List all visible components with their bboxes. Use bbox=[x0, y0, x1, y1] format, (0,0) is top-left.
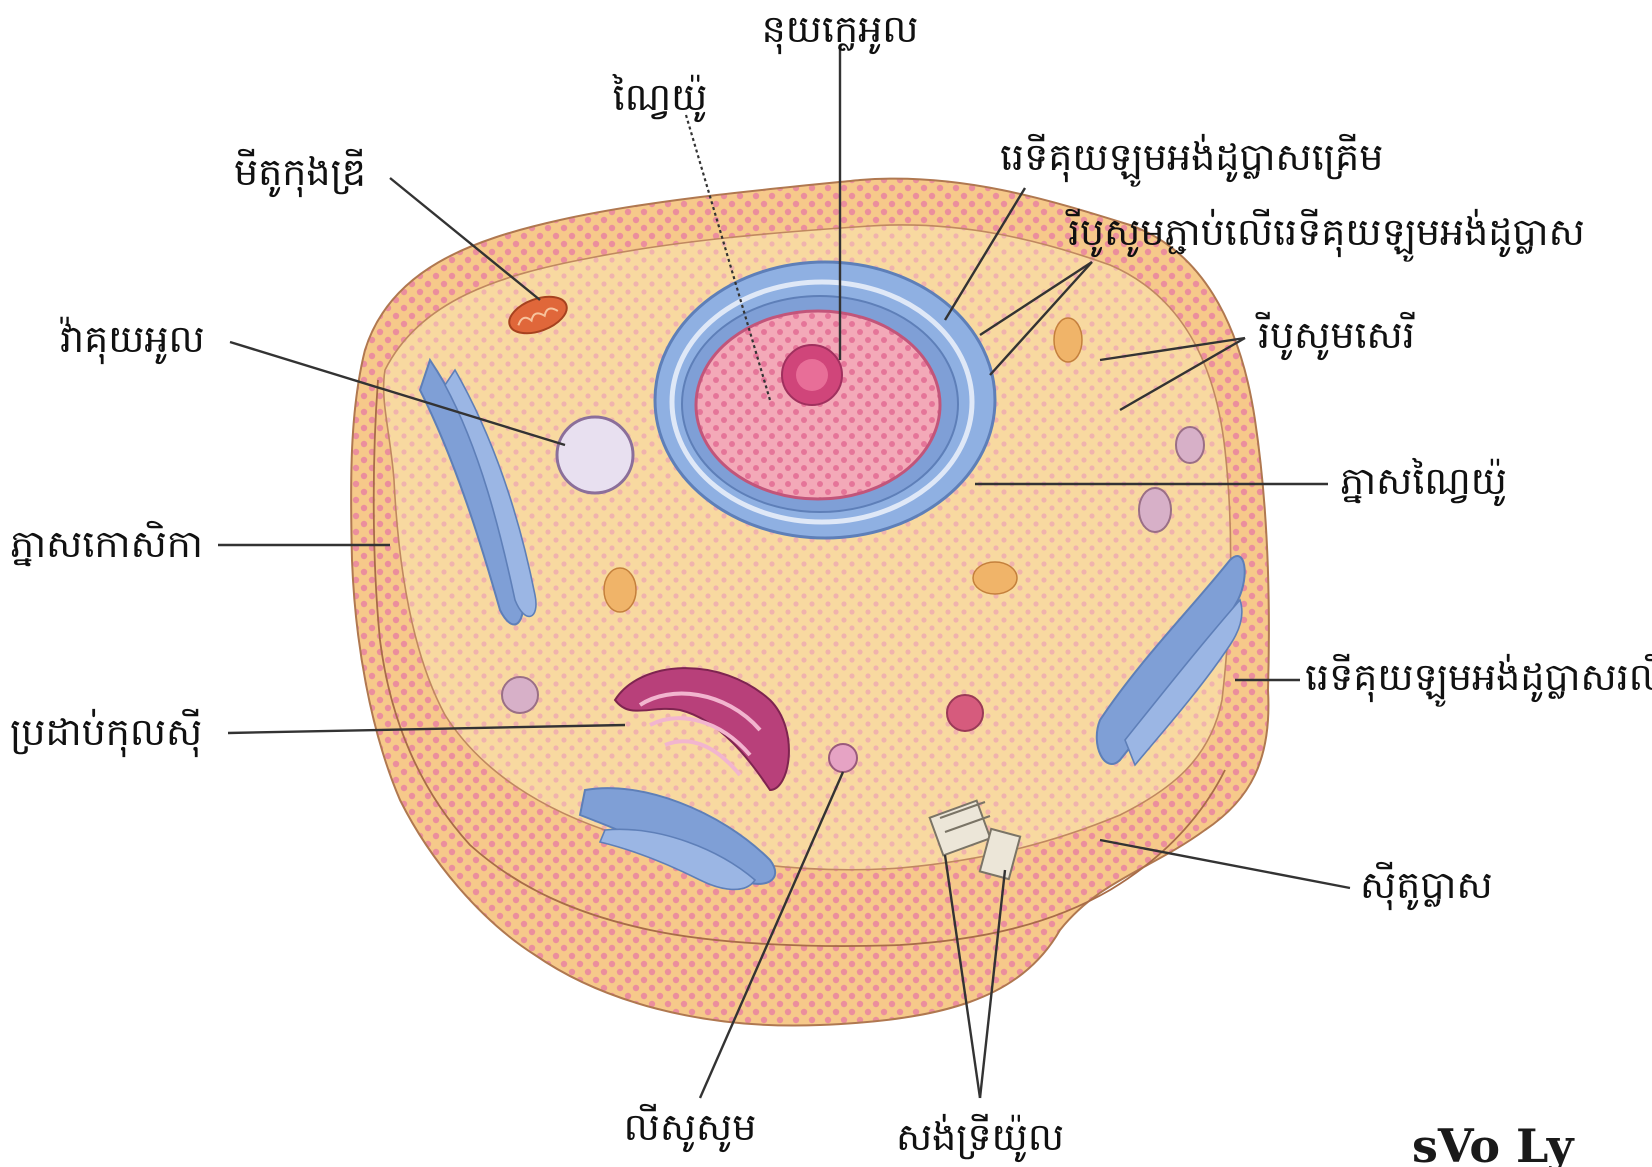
label-smooth-er: រេទីគុយឡូមអង់ដូប្លាសរលីង bbox=[1305, 653, 1652, 707]
label-lysosome: លីសូសូម bbox=[624, 1103, 757, 1153]
label-vacuole: វ៉ាគុយអូល bbox=[60, 316, 205, 365]
label-golgi: ប្រដាប់កុលស៊ី bbox=[10, 708, 202, 758]
label-attached-ribosomes: រីបូសូមភ្ជាប់លើរេទីគុយឡូមអង់ដូប្លាស bbox=[1065, 208, 1585, 262]
label-rough-er: រេទីគុយឡូមអង់ដូប្លាសគ្រើម bbox=[1000, 133, 1383, 187]
nucleus bbox=[655, 262, 995, 538]
label-cell-membrane: ភ្នាសកោសិកា bbox=[10, 520, 203, 567]
label-nucleus: ណៃ្វយ៉ូ bbox=[612, 73, 708, 123]
signature: sVo Ly bbox=[1412, 1119, 1575, 1167]
label-centrioles: សង់ទ្រីយ៉ូល bbox=[896, 1113, 1064, 1163]
vacuole-shape bbox=[557, 417, 633, 493]
label-mitochondria: មីតូកុងឌ្រី bbox=[234, 148, 366, 198]
label-free-ribosomes: រីបូសូមសេរី bbox=[1255, 311, 1415, 361]
lysosome-shape bbox=[829, 744, 857, 772]
label-cytoplasm: ស៊ីតូប្លាស bbox=[1360, 861, 1493, 911]
label-nuclear-membrane: ភ្នាសណៃ្វយ៉ូ bbox=[1340, 457, 1507, 507]
label-nucleolus: នុយក្លេអូល bbox=[762, 7, 919, 55]
nucleolus-core bbox=[796, 359, 828, 391]
